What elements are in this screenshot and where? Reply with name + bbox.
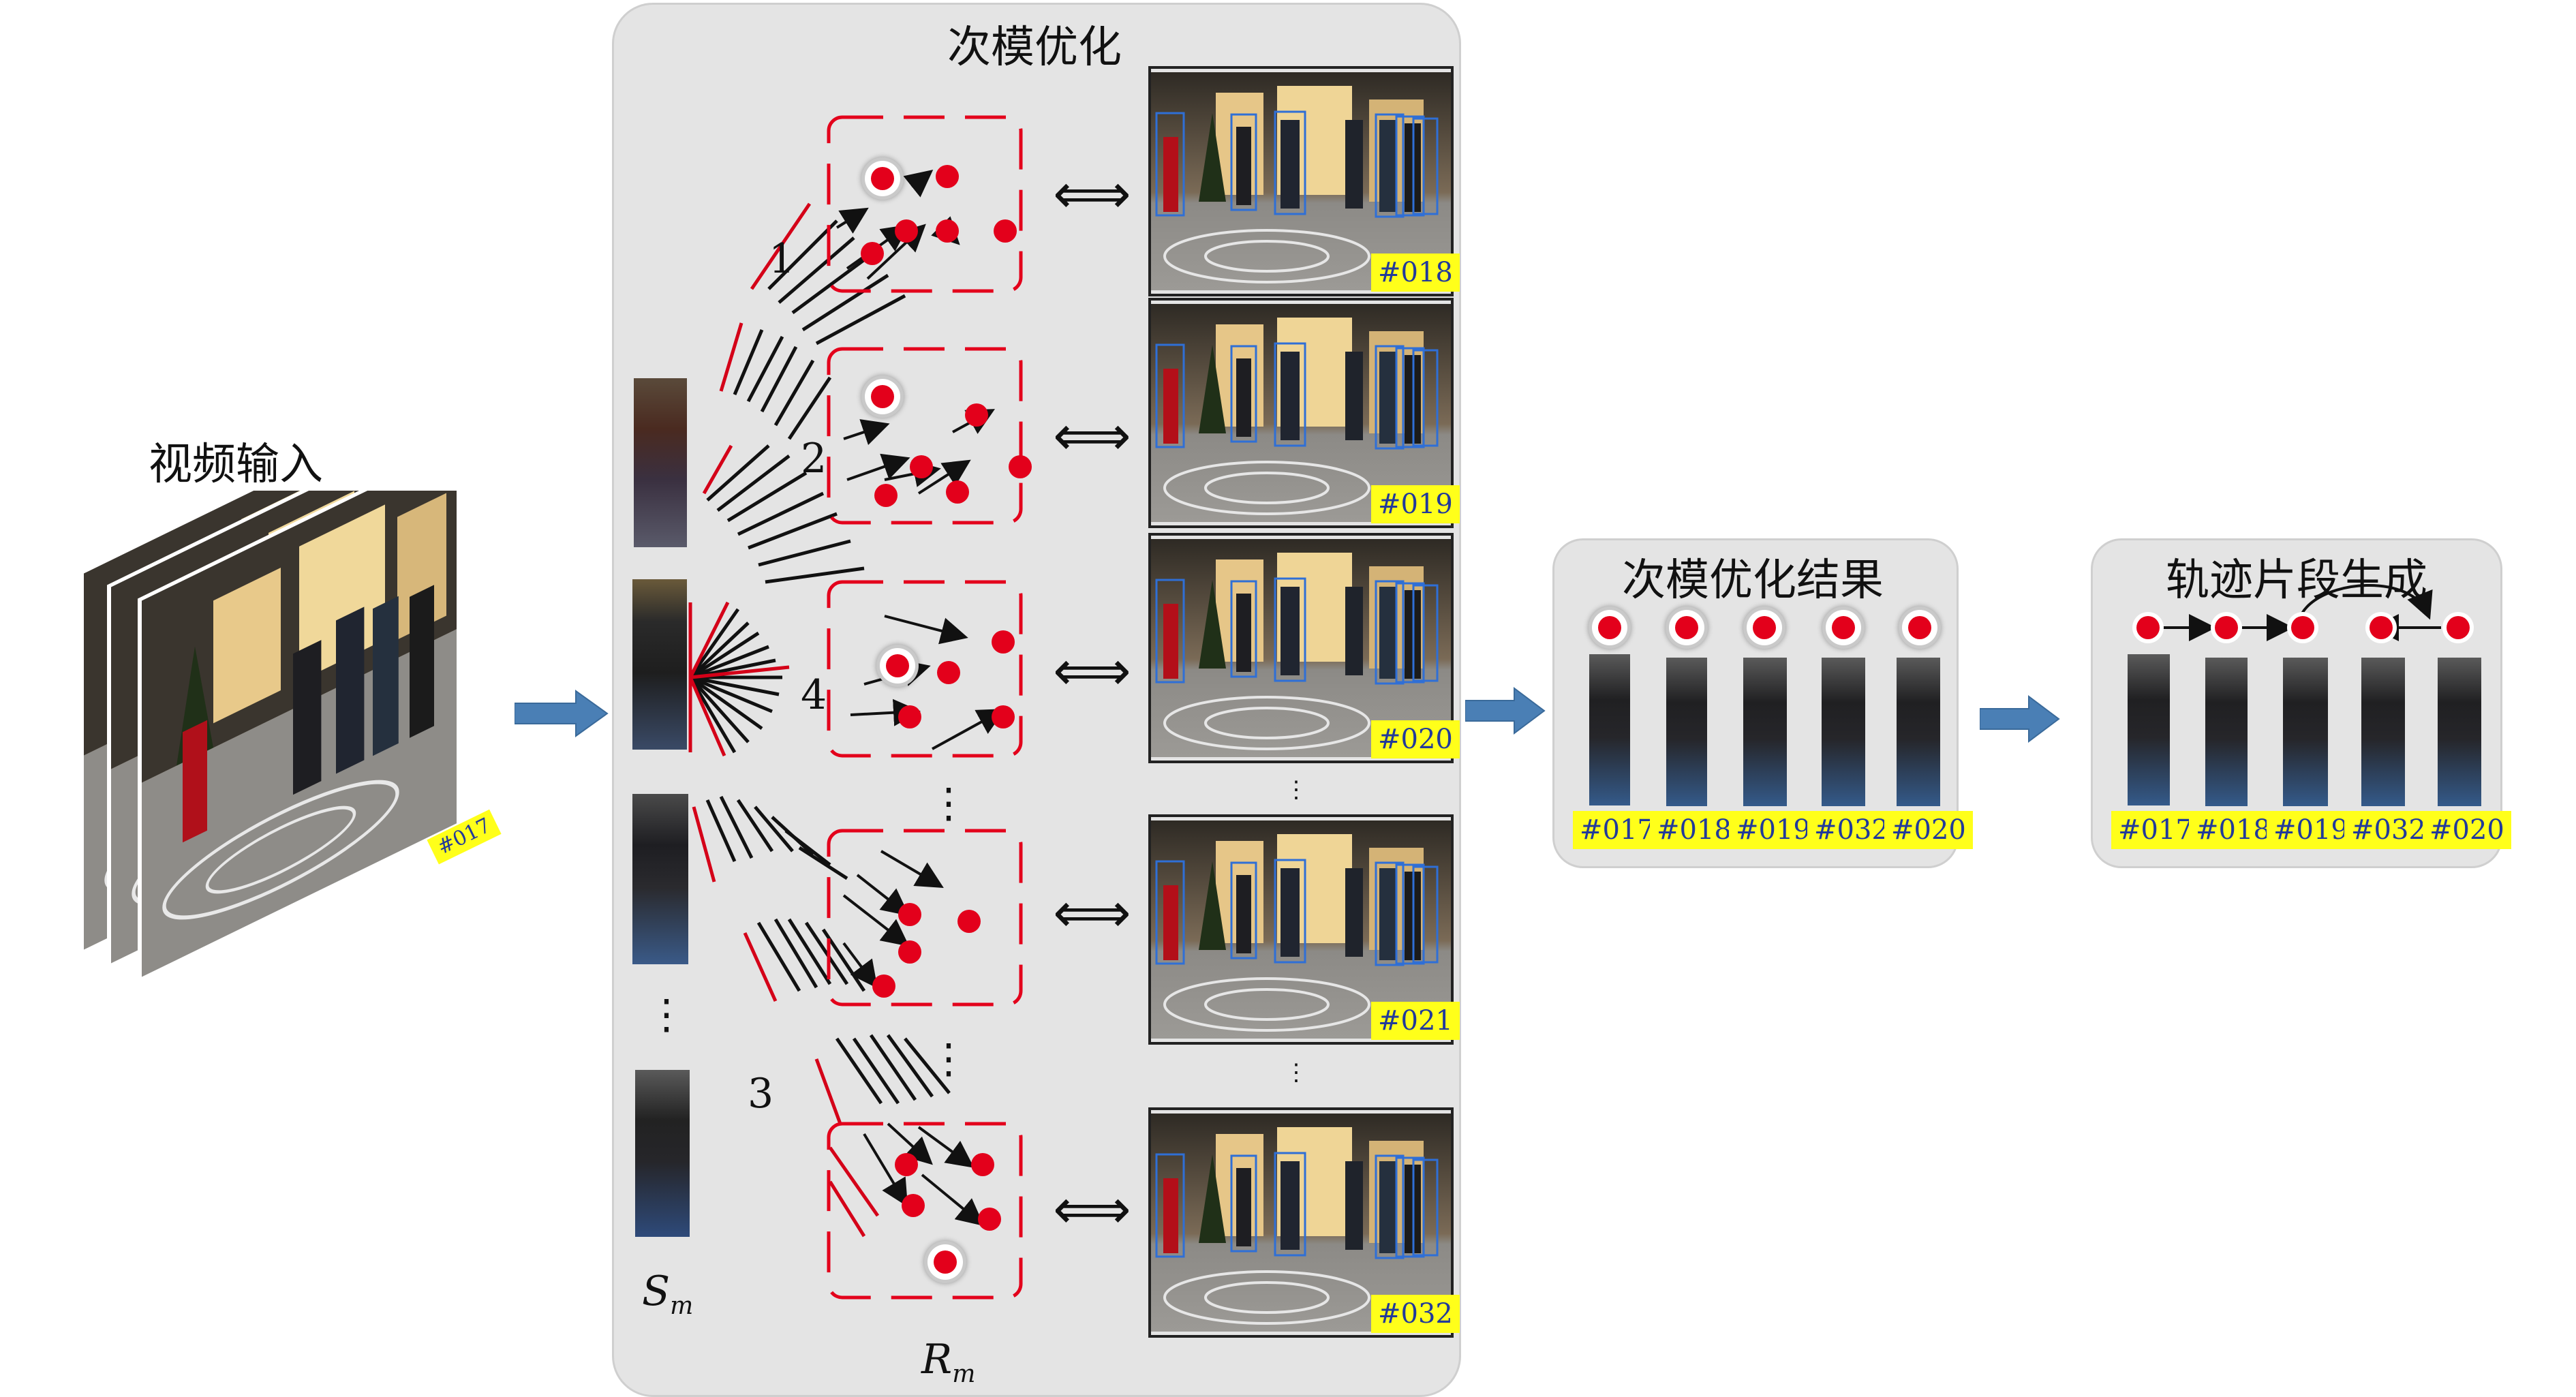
candidate-crop-4 <box>635 1070 690 1237</box>
tracklet-crop <box>2128 654 2170 805</box>
result-crop <box>1822 658 1865 806</box>
s-m-label: Sm <box>642 1268 693 1320</box>
double-arrow-3: ⟺ <box>1053 639 1131 703</box>
video-input-title: 视频输入 <box>149 440 323 490</box>
ellipsis-frames-1: ⋮ <box>1285 776 1308 803</box>
flow-arrow-3 <box>1980 695 2060 743</box>
video-frame-stack <box>75 491 511 983</box>
tracklet-dot <box>2136 616 2160 639</box>
candidate-dot <box>910 455 933 478</box>
result-tag: #017 <box>1573 811 1661 849</box>
candidate-dot <box>936 165 959 188</box>
submodular-title: 次模优化 <box>947 22 1122 73</box>
frame-tag-019: #019 <box>1371 485 1460 523</box>
tracklet-tag: #018 <box>2189 811 2278 849</box>
ellipsis-boxes-1: ⋮ <box>928 780 969 827</box>
result-crop <box>1666 658 1707 806</box>
frame-tag-018: #018 <box>1371 254 1460 292</box>
tracklet-crop <box>2205 658 2248 806</box>
result-title: 次模优化结果 <box>1622 555 1884 606</box>
candidate-dot <box>965 403 988 427</box>
candidate-dot <box>861 242 884 265</box>
candidate-dot <box>902 1194 925 1217</box>
result-crop <box>1589 654 1630 805</box>
tracklet-tag: #032 <box>2344 811 2433 849</box>
result-crop <box>1743 658 1787 806</box>
frame-tag-021: #021 <box>1371 1002 1460 1040</box>
s-m-var: S <box>642 1268 671 1315</box>
candidate-dot <box>886 654 909 677</box>
frame-thumb-021 <box>1148 814 1454 1045</box>
frame-thumb-020 <box>1148 533 1454 763</box>
tracklet-dot <box>2215 616 2238 639</box>
tracklet-crop <box>2438 658 2481 806</box>
tracklet-dot <box>2291 616 2314 639</box>
candidate-crop-1 <box>634 378 687 547</box>
group-number-4: 4 <box>801 671 827 719</box>
candidate-crop-3 <box>632 794 688 964</box>
ellipsis-frames-2: ⋮ <box>1285 1059 1308 1086</box>
frame-thumb-019 <box>1148 298 1454 528</box>
flow-arrow-1 <box>515 690 609 737</box>
double-arrow-5: ⟺ <box>1053 1178 1131 1241</box>
tracklet-dot <box>2447 616 2470 639</box>
candidate-dot <box>936 219 959 243</box>
candidate-dot <box>957 910 981 933</box>
candidate-dot <box>992 705 1015 728</box>
result-tag: #032 <box>1807 811 1896 849</box>
candidate-dot <box>898 940 921 964</box>
result-tag: #018 <box>1650 811 1738 849</box>
double-arrow-2: ⟺ <box>1053 404 1131 467</box>
frame-tag-032: #032 <box>1371 1295 1460 1333</box>
candidate-dot <box>978 1208 1001 1231</box>
group-number-2: 2 <box>801 435 827 482</box>
candidate-dot <box>994 219 1017 243</box>
r-m-sub: m <box>952 1360 976 1388</box>
group-number-1: 1 <box>769 235 795 283</box>
result-tag: #020 <box>1884 811 1973 849</box>
tracklet-title: 轨迹片段生成 <box>2166 555 2427 606</box>
candidate-crop-2 <box>632 579 687 750</box>
tracklet-tag: #019 <box>2267 811 2355 849</box>
candidate-dot <box>934 1250 957 1274</box>
candidate-dot <box>898 903 921 926</box>
group-number-3: 3 <box>748 1070 774 1118</box>
result-dot <box>1908 616 1931 639</box>
tracklet-dot <box>2370 616 2393 639</box>
candidate-dot <box>872 974 895 998</box>
result-dot <box>1753 616 1776 639</box>
candidate-dot <box>895 219 918 243</box>
candidate-dot <box>871 167 894 190</box>
r-m-var: R <box>921 1336 953 1383</box>
candidate-dot <box>1009 455 1032 478</box>
candidate-dot <box>871 385 894 408</box>
tracklet-crop <box>2283 658 2328 806</box>
candidate-dot <box>898 705 921 728</box>
candidate-dot <box>895 1153 918 1176</box>
tracklet-crop <box>2361 658 2405 806</box>
tracklet-tag: #020 <box>2423 811 2511 849</box>
candidate-dot <box>992 630 1015 654</box>
result-tag: #019 <box>1729 811 1818 849</box>
r-m-label: Rm <box>921 1336 975 1388</box>
tracklet-tag: #017 <box>2111 811 2200 849</box>
double-arrow-1: ⟺ <box>1053 162 1131 226</box>
frame-thumb-018 <box>1148 66 1454 296</box>
double-arrow-4: ⟺ <box>1053 881 1131 945</box>
ellipsis-boxes-2: ⋮ <box>928 1035 969 1083</box>
candidate-dot <box>946 480 969 504</box>
frame-thumb-032 <box>1148 1107 1454 1338</box>
result-dot <box>1598 616 1621 639</box>
result-dot <box>1832 616 1855 639</box>
frame-tag-020: #020 <box>1371 720 1460 758</box>
flow-arrow-2 <box>1465 687 1546 735</box>
candidate-dot <box>874 484 898 507</box>
candidate-dot <box>937 661 960 684</box>
result-crop <box>1897 658 1940 806</box>
s-m-sub: m <box>670 1292 694 1320</box>
candidate-dot <box>971 1153 994 1176</box>
assignment-fan <box>688 115 1023 1300</box>
result-dot <box>1675 616 1698 639</box>
